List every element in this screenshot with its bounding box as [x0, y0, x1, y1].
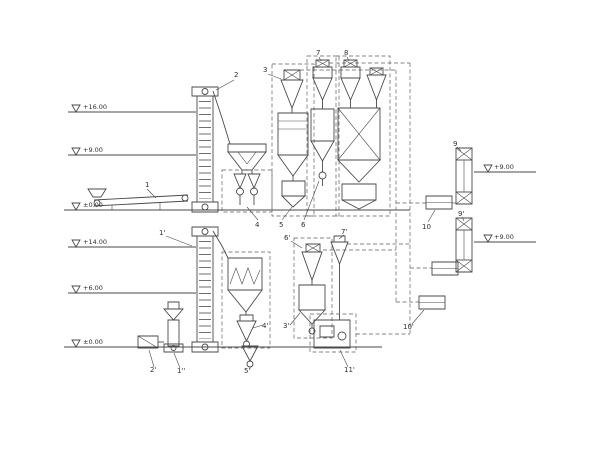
equipment-label-7p: 7' — [341, 228, 347, 236]
equipment-label-6: 6 — [301, 221, 306, 229]
equipment-label-8: 8 — [344, 49, 348, 57]
fan-unit-9 — [456, 148, 472, 204]
dust-enclosure-b — [307, 56, 339, 216]
cyclone-4p — [237, 315, 256, 347]
dust-enclosure-f — [310, 314, 356, 352]
elevation-label: +9.00 — [494, 233, 514, 241]
cyclone-3 — [281, 70, 303, 113]
elevation-markers: +16.00 +9.00 ±0.00 +14.00 +6.00 ±0.00 +9… — [72, 103, 514, 347]
dust-enclosure-c — [336, 56, 390, 216]
belt-conveyor — [88, 189, 188, 210]
air-duct-lines — [300, 63, 456, 334]
elevation-label: +14.00 — [83, 238, 107, 246]
equipment-label-6p: 6' — [284, 234, 290, 242]
bucket-elevator-upper — [192, 87, 230, 212]
elevation-triangle-icon — [484, 165, 492, 172]
dust-enclosure-a — [272, 64, 314, 216]
mini-elevator — [164, 302, 183, 352]
elevation-label: +6.00 — [83, 284, 103, 292]
dust-enclosure-d — [222, 252, 270, 348]
fan-unit-9b — [456, 218, 472, 272]
cyclone-6p — [302, 244, 322, 285]
bin-3p — [299, 285, 325, 334]
equipment-label-10: 10 — [422, 223, 431, 231]
elevation-label: +9.00 — [494, 163, 514, 171]
elevation-label: ±0.00 — [83, 338, 103, 346]
elevation-label: +9.00 — [83, 146, 103, 154]
equipment-label-5p: 5' — [244, 367, 250, 375]
floor-lines — [64, 112, 536, 347]
equipment-label-1pp: 1'' — [177, 367, 185, 375]
dust-collector-10b — [432, 262, 458, 275]
cyclone-7 — [313, 60, 332, 109]
cyclone-7p — [331, 236, 348, 320]
elevation-label: +16.00 — [83, 103, 107, 111]
equipment-label-10p: 10' — [403, 323, 414, 331]
equipment-label-9p: 9' — [458, 210, 464, 218]
packer-11p — [314, 320, 350, 348]
equipment-label-1p: 1' — [159, 229, 165, 237]
sifter-machine — [222, 144, 272, 212]
elevation-triangle-icon — [72, 340, 80, 347]
elevation-triangle-icon — [72, 240, 80, 247]
dust-enclosure-e — [294, 238, 332, 338]
grinder-machine-1 — [278, 113, 308, 207]
bucket-elevator-lower — [192, 227, 228, 352]
machine-2 — [311, 109, 334, 186]
cyclone-8 — [341, 60, 360, 108]
cyclone-right — [367, 68, 386, 108]
elevation-triangle-icon — [72, 203, 80, 210]
label-leader-lines — [147, 57, 464, 369]
elevation-label: ±0.00 — [83, 201, 103, 209]
equipment-label-11p: 11' — [344, 366, 355, 374]
equipment-label-7: 7 — [316, 49, 320, 57]
equipment-label-4p: 4' — [262, 322, 268, 330]
cyclone-5p — [242, 346, 258, 367]
equipment-label-1: 1 — [145, 181, 149, 189]
equipment-labels: 1 2 3 7 8 4 5 6 9 9' 10 10' 1' 6' 7' 4' … — [145, 49, 464, 375]
feeder-2p — [138, 336, 164, 348]
dust-collector-10a — [426, 196, 452, 209]
elevation-triangle-icon — [484, 235, 492, 242]
equipment-label-4: 4 — [255, 221, 260, 229]
elevation-triangle-icon — [72, 286, 80, 293]
dust-collector-10c — [419, 296, 445, 309]
mixer-bin — [228, 258, 262, 315]
equipment-label-2: 2 — [234, 71, 238, 79]
machine-3 — [338, 108, 380, 209]
equipment-label-3p: 3' — [283, 322, 289, 330]
equipment-label-3: 3 — [263, 66, 267, 74]
elevation-triangle-icon — [72, 148, 80, 155]
elevation-triangle-icon — [72, 105, 80, 112]
equipment-label-5: 5 — [279, 221, 283, 229]
equipment-label-2p: 2' — [150, 366, 156, 374]
equipment-label-9: 9 — [453, 140, 457, 148]
